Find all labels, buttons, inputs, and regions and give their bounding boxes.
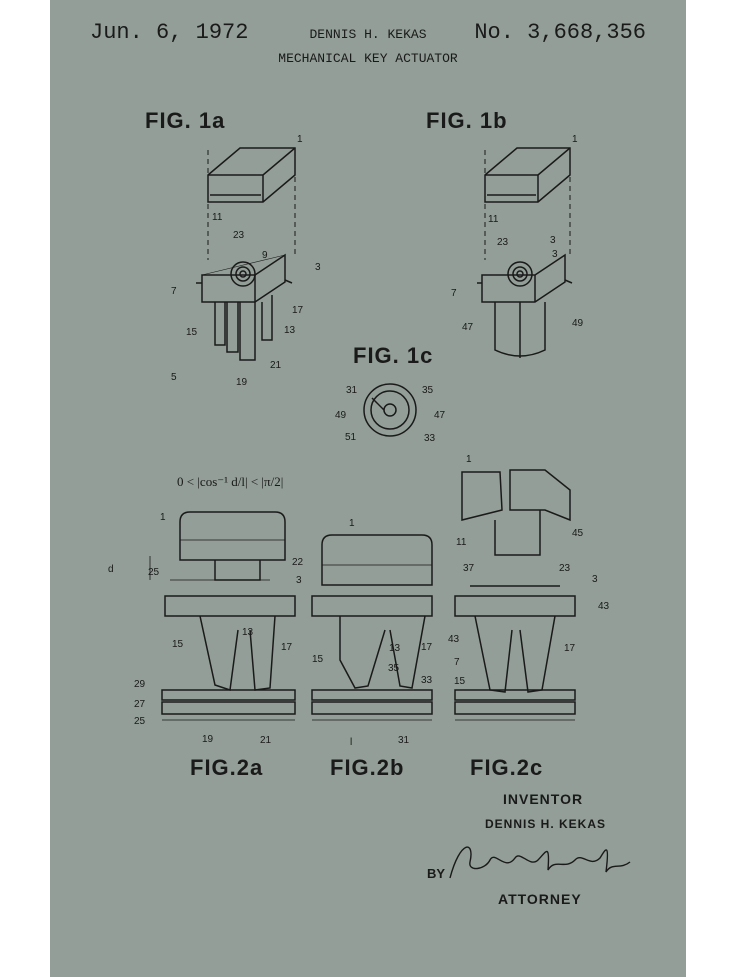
- ref-1a-23: 23: [233, 230, 245, 241]
- attorney-label: ATTORNEY: [498, 891, 582, 907]
- fig-2b-drawing: [311, 534, 433, 721]
- ref-1b-49: 49: [572, 318, 584, 329]
- ref-1c-31: 31: [346, 385, 358, 396]
- ref-1b-1: 1: [572, 134, 578, 145]
- ref-1b-3a: 3: [550, 235, 556, 246]
- ref-2c-43a: 43: [598, 601, 610, 612]
- ref-2b-35: 35: [388, 663, 400, 674]
- ref-2c-1: 1: [466, 454, 472, 465]
- ref-1b-47: 47: [462, 322, 474, 333]
- fig-1b-drawing: [477, 147, 573, 358]
- ref-1c-49: 49: [335, 410, 347, 421]
- ref-2b-33: 33: [421, 675, 433, 686]
- ref-2c-15: 15: [454, 676, 466, 687]
- ref-2a-27: 27: [134, 699, 146, 710]
- ref-1a-7: 7: [171, 286, 177, 297]
- ref-1c-33: 33: [424, 433, 436, 444]
- fig-2c-drawing: [454, 469, 576, 721]
- ref-2a-17: 17: [281, 642, 293, 653]
- ref-2a-19: 19: [202, 734, 214, 745]
- patent-drawings: 1 11 23 9 3 7 17 15 13 21 19 5 1 11 23 3…: [108, 134, 631, 879]
- ref-2c-3: 3: [592, 574, 598, 585]
- ref-1b-11: 11: [488, 214, 499, 225]
- ref-1c-47: 47: [434, 410, 446, 421]
- ref-1b-23: 23: [497, 237, 509, 248]
- ref-2c-17: 17: [564, 643, 576, 654]
- ref-1c-35: 35: [422, 385, 434, 396]
- ref-2b-15: 15: [312, 654, 324, 665]
- inventor-name: DENNIS H. KEKAS: [485, 817, 607, 831]
- ref-2a-22: 22: [292, 557, 304, 568]
- ref-2c-23: 23: [559, 563, 571, 574]
- ref-2a-d: d: [108, 564, 114, 575]
- fig-2a-drawing: [149, 511, 296, 721]
- ref-2b-l: l: [350, 737, 352, 748]
- ref-1b-7: 7: [451, 288, 457, 299]
- ref-2c-37: 37: [463, 563, 475, 574]
- ref-2c-7: 7: [454, 657, 460, 668]
- ref-1a-21: 21: [270, 360, 282, 371]
- ref-2a-29: 29: [134, 679, 146, 690]
- inventor-header: DENNIS H. KEKAS: [309, 27, 427, 42]
- ref-1a-13: 13: [284, 325, 296, 336]
- ref-1a-17: 17: [292, 305, 304, 316]
- ref-2c-45: 45: [572, 528, 584, 539]
- ref-2b-31: 31: [398, 735, 410, 746]
- ref-1a-15: 15: [186, 327, 198, 338]
- ref-1a-1: 1: [297, 134, 303, 145]
- ref-2a-3: 3: [296, 575, 302, 586]
- ref-2a-15: 15: [172, 639, 184, 650]
- fig-1c-label: FIG. 1c: [353, 343, 434, 368]
- ref-2a-25: 25: [148, 567, 160, 578]
- fig-1a-drawing: [196, 147, 296, 361]
- inventor-label: INVENTOR: [503, 791, 584, 807]
- ref-1a-5: 5: [171, 372, 177, 383]
- ref-2b-17: 17: [421, 642, 433, 653]
- angle-formula: 0 < |cos⁻¹ d/l| < |π/2|: [177, 474, 284, 489]
- ref-2b-13: 13: [389, 643, 401, 654]
- ref-2c-11: 11: [456, 537, 467, 548]
- ref-1b-3b: 3: [552, 249, 558, 260]
- ref-2c-43b: 43: [448, 634, 460, 645]
- ref-2a-21: 21: [260, 735, 272, 746]
- ref-1a-11: 11: [212, 212, 223, 223]
- fig-2b-label: FIG.2b: [330, 755, 405, 780]
- by-label: BY: [427, 866, 446, 881]
- ref-2b-1: 1: [349, 518, 355, 529]
- fig-1a-label: FIG. 1a: [145, 108, 226, 133]
- ref-1a-19: 19: [236, 377, 248, 388]
- attorney-signature: [449, 846, 631, 879]
- ref-1c-51: 51: [345, 432, 357, 443]
- patent-date: Jun. 6, 1972: [90, 20, 249, 45]
- ref-2a-25b: 25: [134, 716, 146, 727]
- ref-2a-1: 1: [160, 512, 166, 523]
- fig-2c-label: FIG.2c: [470, 755, 544, 780]
- fig-1c-drawing: [363, 383, 417, 437]
- ref-1a-9: 9: [262, 250, 268, 261]
- patent-number: No. 3,668,356: [474, 20, 646, 45]
- fig-1b-label: FIG. 1b: [426, 108, 508, 133]
- ref-2a-13: 13: [242, 627, 254, 638]
- patent-sheet: Jun. 6, 1972 DENNIS H. KEKAS MECHANICAL …: [50, 0, 686, 977]
- fig-2a-label: FIG.2a: [190, 755, 264, 780]
- ref-1a-3: 3: [315, 262, 321, 273]
- patent-title: MECHANICAL KEY ACTUATOR: [278, 51, 458, 66]
